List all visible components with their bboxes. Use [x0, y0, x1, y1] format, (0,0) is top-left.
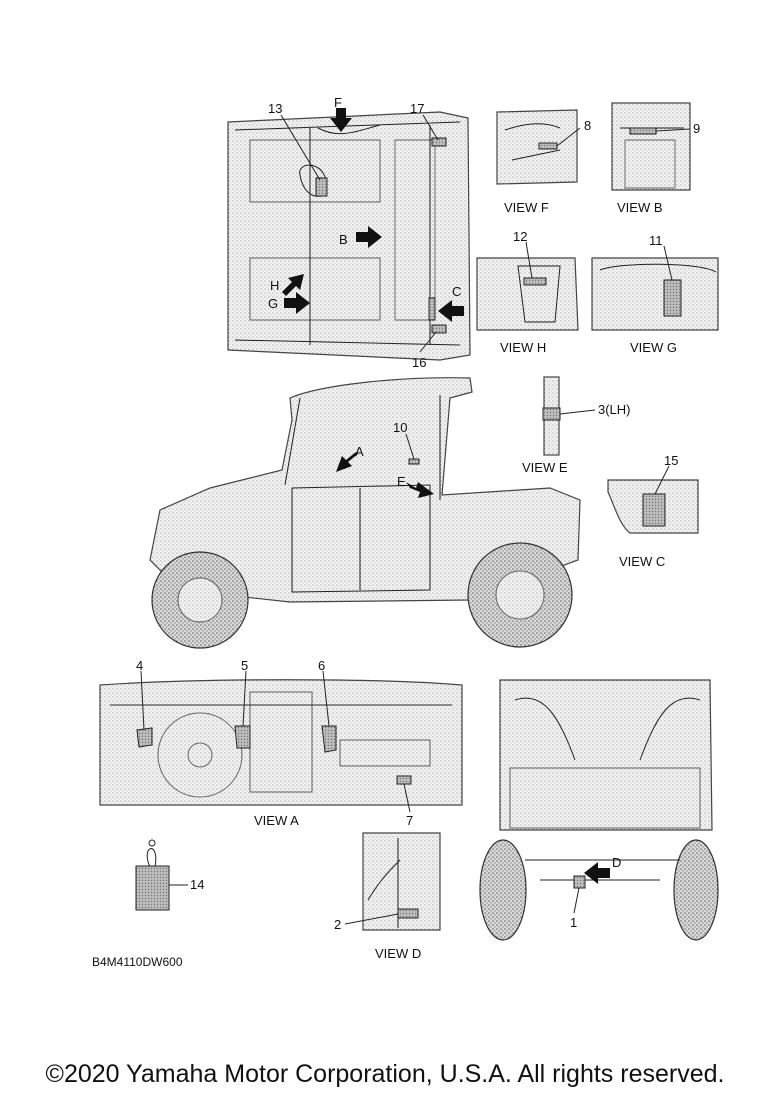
arrow-c-icon [438, 300, 464, 322]
arrow-d-icon [584, 862, 610, 884]
view-f-title: VIEW F [504, 200, 549, 215]
decal-11-marker [663, 279, 682, 317]
arrow-b-icon [356, 226, 382, 248]
view-b-illustration [611, 102, 691, 191]
decal-10-marker [408, 458, 420, 465]
view-f-illustration [496, 109, 578, 185]
part-number-14: 14 [190, 877, 204, 892]
view-letter-a: A [355, 444, 364, 459]
part-number-2: 2 [334, 917, 341, 932]
view-letter-g: G [268, 296, 278, 311]
part-number-11: 11 [649, 233, 663, 248]
view-letter-f: F [334, 95, 342, 110]
view-h-title: VIEW H [500, 340, 546, 355]
decal-6-marker [321, 725, 337, 753]
view-letter-c: C [452, 284, 461, 299]
part-number-10: 10 [393, 420, 407, 435]
decal-7-marker [396, 775, 412, 785]
view-a-illustration [99, 679, 463, 806]
decal-4-marker [136, 727, 153, 748]
decal-c-marker [428, 297, 436, 321]
decal-3-marker [542, 407, 561, 421]
view-a-title: VIEW A [254, 813, 299, 828]
view-letter-d: D [612, 855, 621, 870]
decal-2-marker [397, 908, 419, 919]
part-number-4: 4 [136, 658, 143, 673]
part-number-13: 13 [268, 101, 282, 116]
part-number-7: 7 [406, 813, 413, 828]
part-number-3: 3(LH) [598, 402, 631, 417]
arrow-a-icon [336, 452, 358, 472]
part-number-6: 6 [318, 658, 325, 673]
view-b-title: VIEW B [617, 200, 663, 215]
arrow-g-icon [284, 292, 310, 314]
view-g-title: VIEW G [630, 340, 677, 355]
diagram-code: B4M4110DW600 [92, 955, 183, 969]
decal-16-marker [431, 324, 447, 334]
part-number-9: 9 [693, 121, 700, 136]
decal-15-marker [642, 493, 666, 527]
view-letter-h: H [270, 278, 279, 293]
arrow-h-icon [282, 274, 304, 296]
part-number-8: 8 [584, 118, 591, 133]
view-e-title: VIEW E [522, 460, 568, 475]
decal-5-marker [234, 725, 251, 749]
part-number-17: 17 [410, 101, 424, 116]
top-view-illustration [227, 111, 471, 361]
side-view-illustration [149, 377, 581, 649]
copyright-notice: ©2020 Yamaha Motor Corporation, U.S.A. A… [45, 1060, 725, 1088]
view-d-title: VIEW D [375, 946, 421, 961]
part-number-5: 5 [241, 658, 248, 673]
rear-view-illustration [479, 679, 719, 941]
decal-9-marker [629, 127, 657, 135]
view-letter-e: E [397, 474, 406, 489]
decal-1-marker [573, 875, 586, 889]
decal-8-marker [538, 142, 558, 150]
decal-13-marker [315, 177, 328, 197]
view-h-illustration [476, 257, 579, 331]
view-letter-b: B [339, 232, 348, 247]
part-number-12: 12 [513, 229, 527, 244]
arrow-f-icon [330, 108, 352, 132]
decal-12-marker [523, 277, 547, 286]
part-number-16: 16 [412, 355, 426, 370]
hang-tag-illustration [135, 839, 170, 911]
decal-17-marker [431, 137, 447, 147]
part-number-15: 15 [664, 453, 678, 468]
arrow-e-icon [406, 482, 434, 498]
part-number-1: 1 [570, 915, 577, 930]
view-c-title: VIEW C [619, 554, 665, 569]
view-g-illustration [591, 257, 719, 331]
